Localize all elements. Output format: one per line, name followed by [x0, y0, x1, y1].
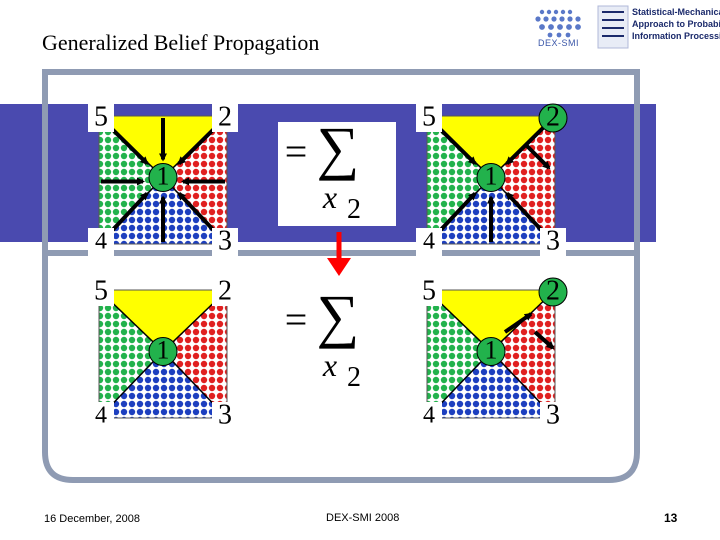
bottom-right-panel-border: [426, 289, 556, 419]
top-left-panel-corner-bg-3: [212, 228, 238, 256]
top-right-panel-right-region: [491, 116, 555, 244]
top-right-panel-center-bg: [476, 162, 506, 192]
equation-2-equals: =: [285, 297, 308, 342]
top-right-panel-corner-bg-0: [416, 104, 442, 132]
bottom-left-panel: 5 2 4 3 1: [88, 275, 238, 430]
bottom-right-panel-left-region: [427, 290, 491, 418]
bottom-left-panel-corner-label-0: 5: [94, 275, 108, 306]
top-left-panel-corner-label-0: 5: [94, 101, 108, 132]
bottom-right-panel-corner-label-0: 5: [422, 275, 436, 306]
top-right-panel-corner-bg-3: [540, 228, 566, 256]
top-left-panel-border: [98, 115, 228, 245]
bottom-right-panel-corner-bg-1: [538, 277, 568, 307]
footer-center: DEX-SMI 2008: [326, 512, 400, 524]
top-right-panel-top-region: [427, 116, 555, 178]
top-right-panel-left-region: [427, 116, 491, 244]
bottom-left-panel-corner-label-3: 3: [218, 399, 232, 430]
top-right-panel-corner-label-3: 3: [546, 225, 560, 256]
bottom-right-panel-right-region: [491, 290, 555, 418]
logo-text: Statistical-Mechanical Approach to Proba…: [632, 6, 720, 42]
equation-2-var: x: [322, 347, 337, 383]
logo-label: DEX-SMI: [538, 38, 580, 48]
top-right-panel-corner-label-1: 2: [546, 101, 560, 132]
bottom-left-panel-corner-label-1: 2: [218, 275, 232, 306]
top-left-panel: 5 2 4 3 1: [88, 101, 238, 256]
top-left-panel-corner-label-3: 3: [218, 225, 232, 256]
bottom-right-panel-top-region: [427, 290, 555, 352]
bottom-left-panel-corner-bg-2: [88, 402, 114, 430]
top-right-panel-center-label: 1: [485, 161, 498, 190]
top-right-panel-border: [426, 115, 556, 245]
top-left-panel-corner-label-2: 4: [95, 229, 107, 255]
top-right-panel: 5 2 4 3 1: [416, 101, 568, 256]
top-left-panel-center-bg: [148, 162, 178, 192]
bottom-left-panel-corner-bg-1: [212, 278, 238, 306]
bottom-right-panel-center-bg: [476, 336, 506, 366]
equation-1-sum: ∑: [317, 115, 360, 181]
equation-1-box: [278, 122, 396, 226]
top-left-panel-corner-bg-0: [88, 104, 114, 132]
equation-2-box: [278, 290, 396, 394]
bottom-left-panel-bottom-region: [99, 351, 227, 418]
bottom-right-panel-bottom-region: [427, 351, 555, 418]
down-arrow: [327, 232, 351, 276]
top-right-panel-arrow-extra: [523, 142, 551, 170]
top-left-panel-corner-bg-2: [88, 228, 114, 256]
top-right-panel-corner-label-0: 5: [422, 101, 436, 132]
bottom-right-panel-corner-bg-0: [416, 278, 442, 306]
lower-frame: [42, 253, 640, 483]
bottom-left-panel-border: [98, 289, 228, 419]
bottom-right-panel-corner-label-2: 4: [423, 403, 435, 429]
bottom-right-panel-corner-bg-3: [540, 402, 566, 430]
bottom-right-panel-center-label: 1: [485, 335, 498, 364]
bottom-left-panel-center-label: 1: [157, 335, 170, 364]
top-right-panel-corner-bg-2: [416, 228, 442, 256]
footer-date: 16 December, 2008: [44, 513, 141, 525]
bottom-right-panel: 5 2 4 3 1: [416, 275, 568, 430]
logo-line-3: Information Processing: [632, 31, 720, 41]
top-left-panel-corner-bg-1: [212, 104, 238, 132]
bottom-left-panel-corner-bg-0: [88, 278, 114, 306]
bottom-left-panel-corner-bg-3: [212, 402, 238, 430]
bottom-left-panel-corner-label-2: 4: [95, 403, 107, 429]
top-left-panel-center-label: 1: [157, 161, 170, 190]
logo-line-1: Statistical-Mechanical: [632, 7, 720, 17]
logo-line-2: Approach to Probabilistic: [632, 19, 720, 29]
bottom-right-panel-corner-label-1: 2: [546, 275, 560, 306]
page-number: 13: [664, 511, 678, 525]
bottom-left-panel-center-bg: [148, 336, 178, 366]
bottom-left-panel-left-region: [99, 290, 163, 418]
bottom-left-panel-right-region: [163, 290, 227, 418]
equation-1-sub: 2: [347, 194, 361, 225]
page-title: Generalized Belief Propagation: [42, 30, 320, 55]
equation-2-sub: 2: [347, 362, 361, 393]
bottom-right-panel-corner-label-3: 3: [546, 399, 560, 430]
equation-2-sum: ∑: [317, 283, 360, 349]
bottom-left-panel-top-region: [99, 290, 227, 352]
bottom-right-panel-corner-bg-2: [416, 402, 442, 430]
bottom-right-panel-arrow-to-2: [503, 312, 533, 334]
equation-1-var: x: [322, 179, 337, 215]
top-right-panel-corner-label-2: 4: [423, 229, 435, 255]
top-left-panel-corner-label-1: 2: [218, 101, 232, 132]
bottom-right-panel-arrow-extra: [533, 330, 555, 350]
dex-smi-logo: [535, 5, 629, 49]
top-right-panel-corner-bg-1: [538, 103, 568, 133]
equation-1-equals: =: [285, 129, 308, 174]
